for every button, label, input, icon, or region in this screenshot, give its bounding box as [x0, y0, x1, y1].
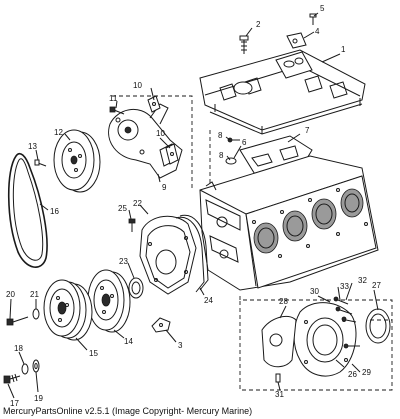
callout-8-lower: 8	[219, 151, 224, 160]
callout-3: 3	[178, 341, 183, 350]
callout-31: 31	[275, 390, 284, 399]
engine-block[interactable]	[199, 155, 379, 291]
callout-21: 21	[30, 290, 39, 299]
callout-16: 16	[50, 207, 59, 216]
manifold-bolt[interactable]	[239, 35, 249, 54]
callout-9: 9	[162, 183, 167, 192]
timing-cover-seal[interactable]	[128, 277, 144, 299]
callout-10-upper: 10	[133, 81, 142, 90]
callout-8-upper: 8	[218, 131, 223, 140]
timing-cover-screw[interactable]	[128, 218, 136, 232]
callout-labels: 1 2 3 4 5 6 7 8 8 9 10 10 11 12 13 14 15…	[6, 4, 381, 408]
callout-5: 5	[320, 4, 325, 13]
bracket[interactable]	[286, 32, 307, 49]
copyright-caption: MercuryPartsOnline v2.5.1 (Image Copyrig…	[3, 406, 253, 416]
callout-23: 23	[119, 257, 128, 266]
callout-10-lower: 10	[156, 129, 165, 138]
callout-14: 14	[124, 337, 133, 346]
balancer-washer[interactable]	[21, 363, 29, 375]
pulley-screw[interactable]	[34, 159, 47, 167]
timing-cover-gasket[interactable]	[175, 214, 209, 293]
callout-17: 17	[10, 399, 19, 408]
rear-seal-housing[interactable]	[293, 302, 357, 377]
callout-1: 1	[341, 45, 346, 54]
callout-28: 28	[279, 297, 288, 306]
callout-32: 32	[358, 276, 367, 285]
callout-29: 29	[362, 368, 371, 377]
callout-7: 7	[305, 126, 310, 135]
callout-27: 27	[372, 281, 381, 290]
harmonic-balancer[interactable]	[87, 269, 131, 333]
dowel-pin[interactable]	[275, 373, 281, 383]
water-pump-gasket-lower[interactable]	[165, 143, 179, 165]
callout-11: 11	[109, 94, 118, 103]
callout-20: 20	[6, 290, 15, 299]
leader-lines	[7, 12, 379, 399]
assembly-guide-lines	[112, 95, 393, 391]
callout-13: 13	[28, 142, 37, 151]
callout-19: 19	[34, 394, 43, 403]
callout-6: 6	[242, 138, 247, 147]
callout-22: 22	[133, 199, 142, 208]
callout-33: 33	[340, 282, 349, 291]
crankshaft-pulley[interactable]	[43, 279, 93, 341]
water-pump-pulley[interactable]	[53, 129, 101, 193]
intake-manifold[interactable]	[199, 49, 366, 135]
rear-main-seal[interactable]	[365, 308, 391, 344]
callout-26: 26	[348, 370, 357, 379]
rear-seal-gasket[interactable]	[261, 315, 297, 368]
balancer-spacer[interactable]	[32, 359, 40, 373]
callout-24: 24	[204, 296, 213, 305]
balancer-bolt[interactable]	[3, 373, 21, 384]
water-pump[interactable]	[108, 103, 183, 179]
pulley-washer[interactable]	[32, 308, 40, 320]
callout-25: 25	[118, 204, 127, 213]
timing-cover[interactable]	[139, 215, 197, 295]
callout-4: 4	[315, 27, 320, 36]
stud[interactable]	[309, 13, 317, 25]
water-pump-bolt[interactable]	[109, 106, 125, 115]
callout-30: 30	[310, 287, 319, 296]
valley-washer[interactable]	[225, 157, 237, 165]
timing-pointer[interactable]	[151, 317, 171, 333]
callout-12: 12	[54, 128, 63, 137]
callout-18: 18	[14, 344, 23, 353]
callout-15: 15	[89, 349, 98, 358]
callout-2: 2	[256, 20, 261, 29]
drive-belt[interactable]	[7, 152, 48, 268]
